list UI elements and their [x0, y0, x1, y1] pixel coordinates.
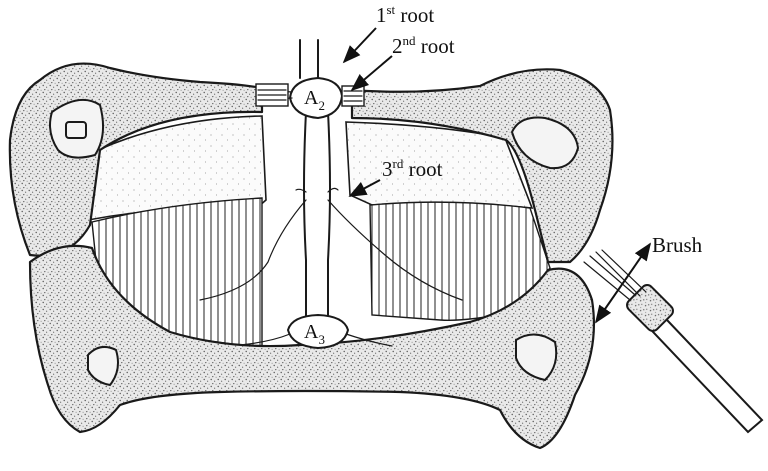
root-3-arrow	[348, 179, 381, 197]
root-3-right-branch	[327, 187, 463, 301]
root-3-left-branch	[199, 188, 307, 301]
brush-tool	[583, 249, 764, 434]
ganglion-a2-body	[288, 76, 344, 120]
label-a2: A2	[304, 87, 325, 113]
label-brush: Brush	[652, 233, 703, 257]
ganglion-a3-body	[286, 313, 350, 350]
label-root-2: 2nd root	[392, 33, 455, 58]
upper-skeletal-bar-right	[350, 68, 614, 264]
lower-left-socket	[87, 345, 119, 387]
root-1-arrow	[342, 27, 377, 64]
nerve-cord	[299, 39, 331, 319]
right-muscle-block	[369, 201, 551, 321]
label-root-1: 1st root	[376, 2, 434, 27]
label-root-3: 3rd root	[382, 156, 443, 181]
root-2-arrow	[350, 55, 393, 92]
upper-right-socket	[510, 116, 580, 170]
brush-direction-arrow	[594, 242, 652, 324]
upper-left-socket-inner	[65, 121, 87, 139]
label-a3: A3	[304, 321, 325, 347]
a3-left-branch	[239, 333, 291, 346]
a3-right-branch	[345, 333, 393, 347]
lower-right-socket	[515, 333, 558, 382]
